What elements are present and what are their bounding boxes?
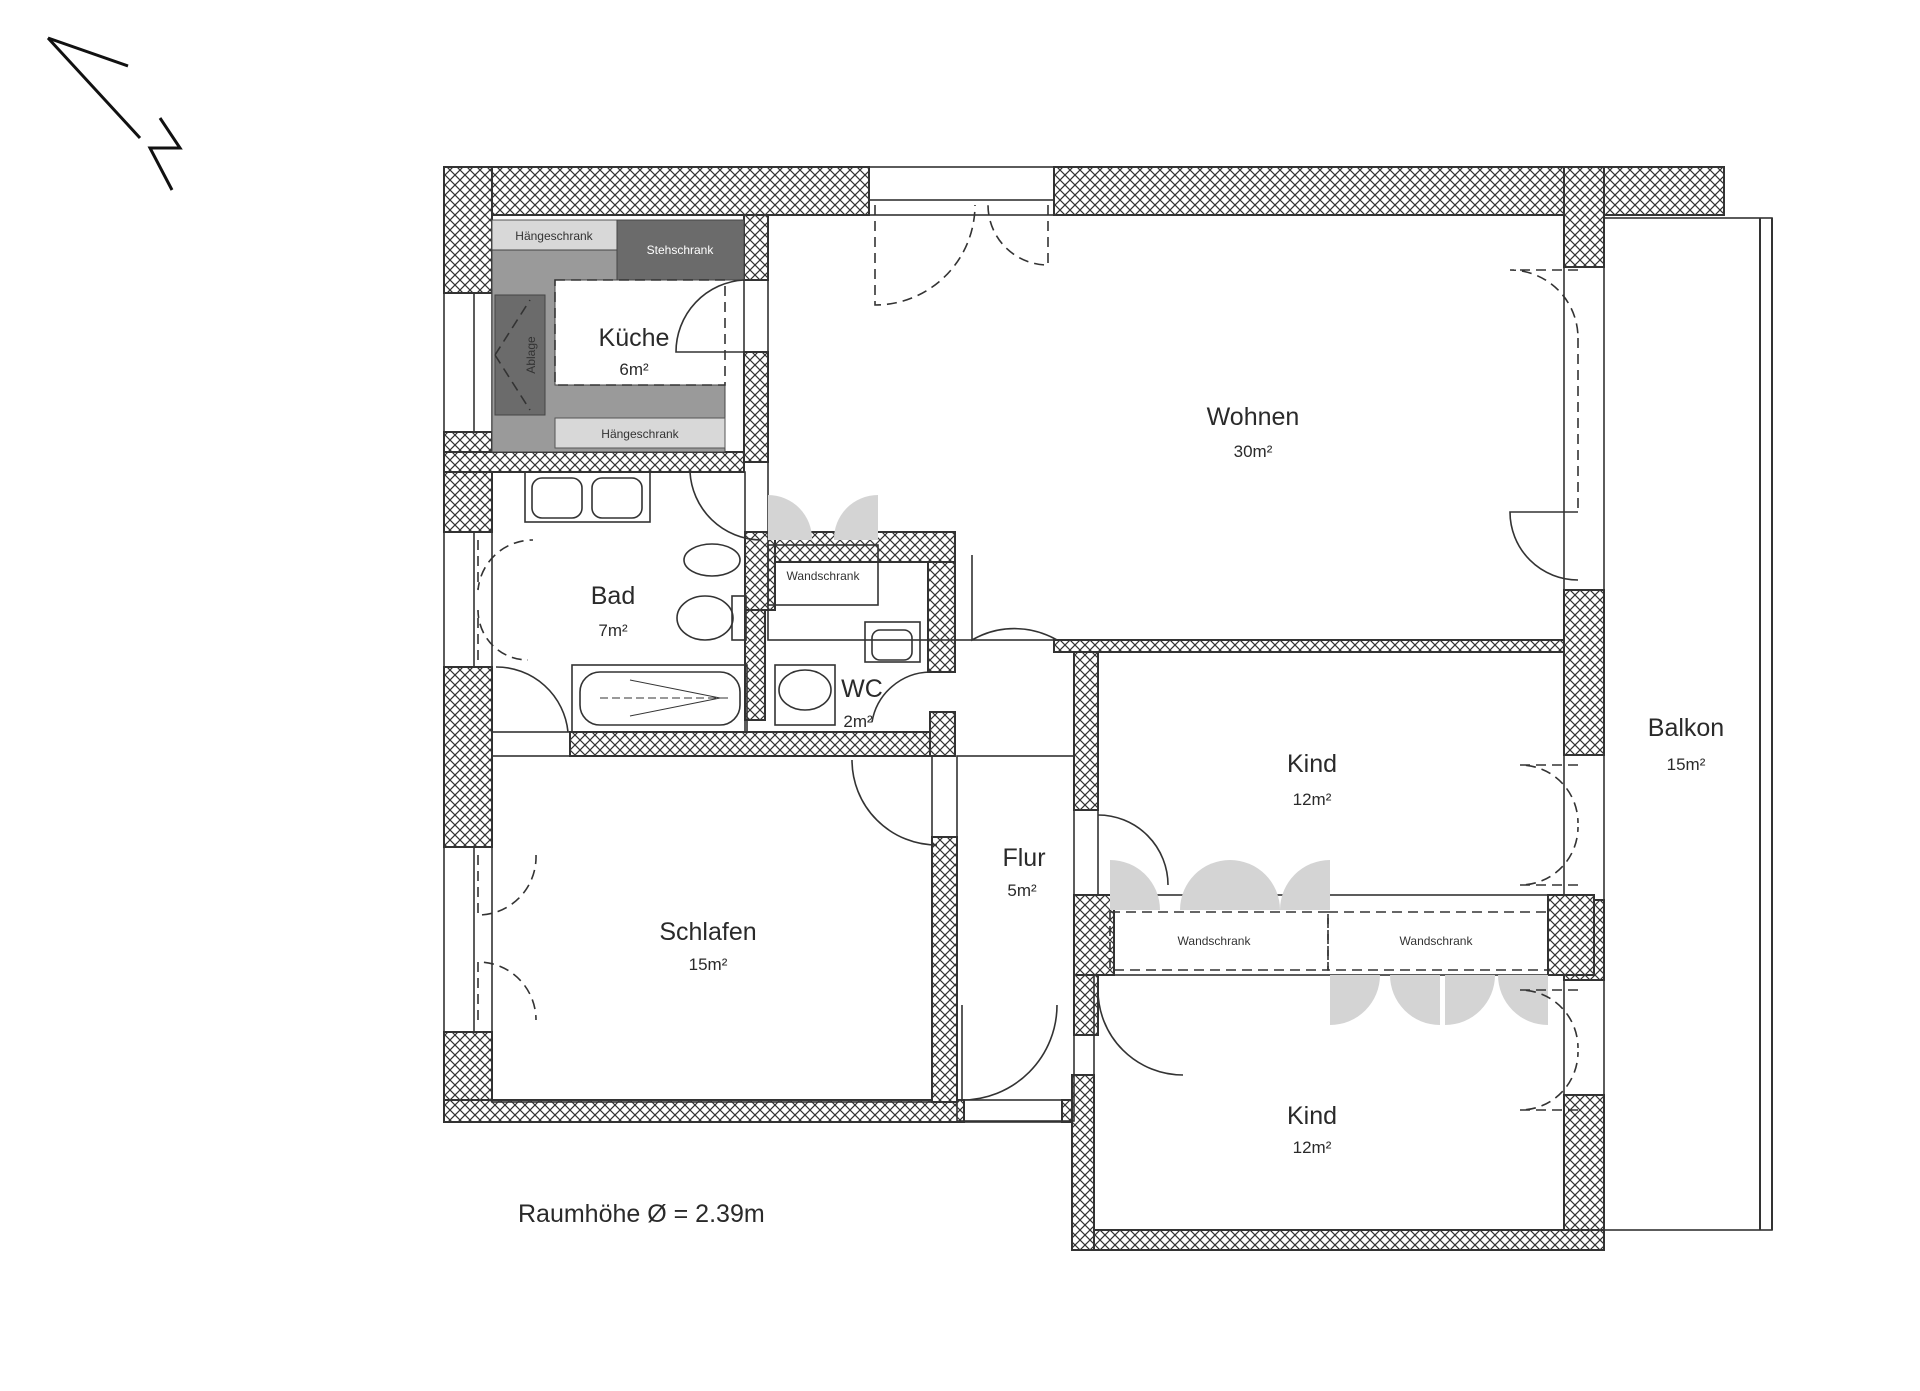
room-area-wc: 2m² — [843, 712, 873, 731]
room-name-kind-2: Kind — [1287, 1102, 1337, 1130]
room-name-wc: WC — [841, 675, 883, 703]
room-area-bad: 7m² — [598, 621, 628, 640]
doors — [477, 204, 1579, 1111]
wandschrank-bad-label: Wandschrank — [787, 569, 861, 583]
room-name-kind-1: Kind — [1287, 750, 1337, 778]
room-name-schlafen: Schlafen — [659, 918, 756, 946]
stehschrank-label: Stehschrank — [647, 243, 715, 257]
ablage-label: Ablage — [524, 336, 538, 374]
room-name-flur: Flur — [1002, 844, 1045, 872]
room-name-balkon: Balkon — [1648, 714, 1724, 742]
room-area-wohnen: 30m² — [1234, 442, 1273, 461]
room-height-note: Raumhöhe Ø = 2.39m — [518, 1200, 765, 1228]
haengeschrank-bottom-label: Hängeschrank — [601, 427, 679, 441]
kind-wardrobes — [1109, 855, 1550, 1025]
wandschrank-kind-left-label: Wandschrank — [1178, 934, 1252, 948]
room-area-balkon: 15m² — [1667, 755, 1706, 774]
room-name-bad: Bad — [591, 582, 635, 610]
kitchen-furniture — [491, 219, 745, 453]
room-area-kind-1: 12m² — [1293, 790, 1332, 809]
room-area-schlafen: 15m² — [689, 955, 728, 974]
bath-fixtures — [524, 471, 921, 733]
room-name-kueche: Küche — [599, 324, 670, 352]
wandschrank-kind-right-label: Wandschrank — [1400, 934, 1474, 948]
room-area-kueche: 6m² — [619, 360, 649, 379]
room-name-wohnen: Wohnen — [1207, 403, 1300, 431]
room-area-flur: 5m² — [1007, 881, 1037, 900]
room-area-kind-2: 12m² — [1293, 1138, 1332, 1157]
north-arrow-icon — [46, 36, 183, 191]
haengeschrank-top-label: Hängeschrank — [515, 229, 593, 243]
